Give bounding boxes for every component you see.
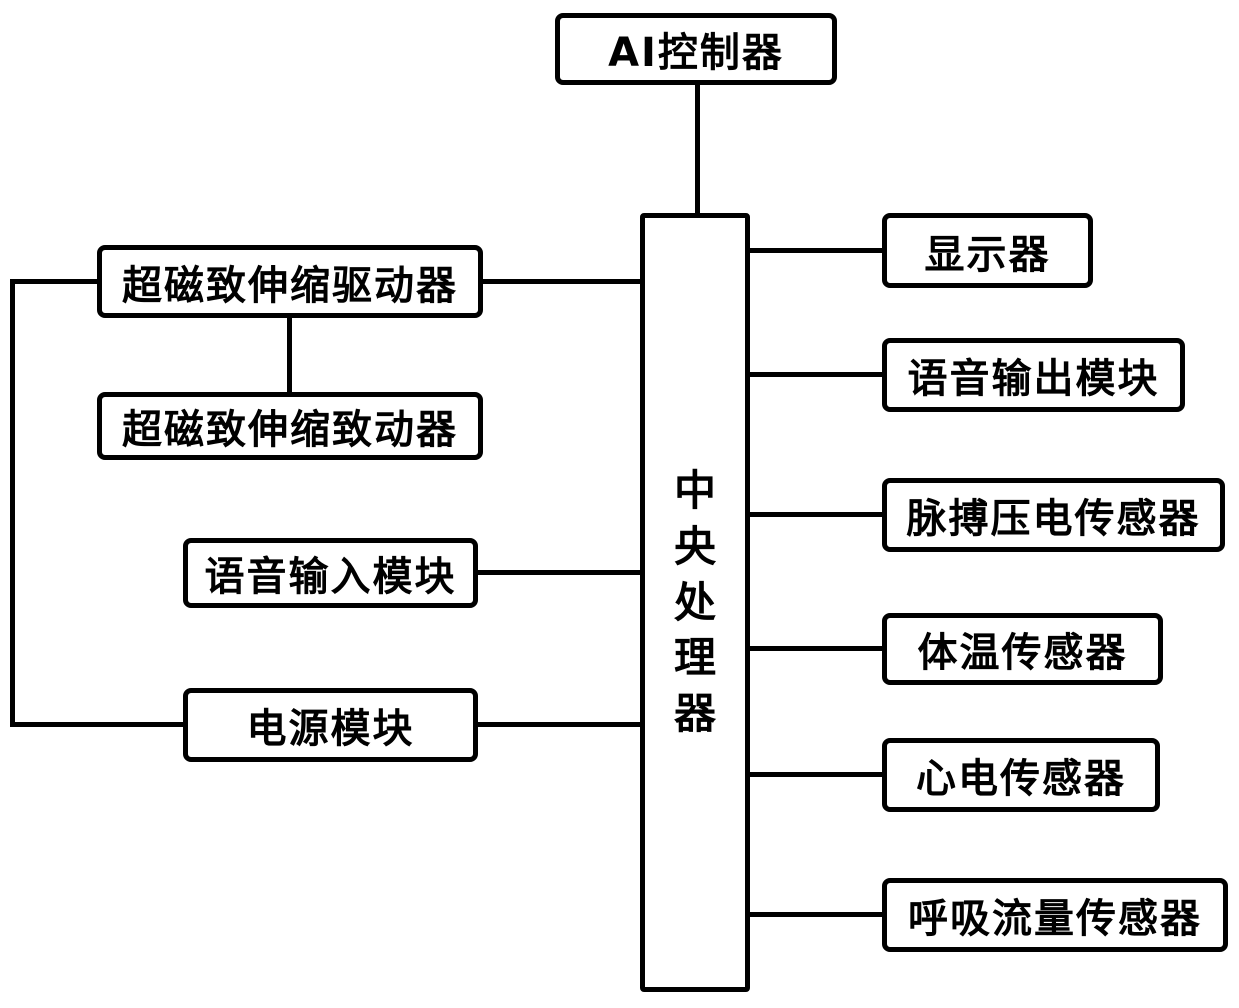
connector-cpu-to-resp-sensor: [750, 912, 882, 917]
box-voice-input-module-label: 语音输入模块: [204, 554, 457, 600]
connector-cpu-to-ecg-sensor: [750, 772, 882, 777]
box-body-temp-sensor-label: 体温传感器: [917, 630, 1128, 676]
box-body-temp-sensor: 体温传感器: [882, 613, 1163, 685]
box-display-label: 显示器: [924, 231, 1051, 278]
box-respiratory-flow-sensor: 呼吸流量传感器: [882, 878, 1228, 952]
connector-cpu-to-voice-output: [750, 372, 882, 377]
connector-bus-top-stub: [10, 279, 97, 284]
connector-voice-input-to-cpu: [478, 570, 640, 575]
box-voice-output-module-label: 语音输出模块: [907, 356, 1160, 402]
box-central-processor: 中央处理器: [640, 213, 750, 992]
connector-power-to-cpu: [478, 722, 640, 727]
connector-driver-to-actuator: [287, 318, 292, 392]
box-voice-input-module: 语音输入模块: [183, 538, 478, 608]
box-ai-controller-label: AI控制器: [608, 30, 784, 76]
box-pulse-piezo-sensor: 脉搏压电传感器: [882, 478, 1225, 552]
box-central-processor-label: 中央处理器: [673, 465, 716, 739]
box-power-module: 电源模块: [183, 688, 478, 762]
box-display: 显示器: [882, 213, 1093, 288]
box-magnetostrictive-actuator: 超磁致伸缩致动器: [97, 392, 483, 460]
box-ai-controller: AI控制器: [555, 13, 837, 85]
connector-driver-to-cpu: [483, 279, 640, 284]
connector-cpu-to-temp-sensor: [750, 646, 882, 651]
box-ecg-sensor: 心电传感器: [882, 738, 1160, 812]
box-magnetostrictive-actuator-label: 超磁致伸缩致动器: [122, 407, 458, 453]
box-ecg-sensor-label: 心电传感器: [916, 756, 1126, 802]
box-respiratory-flow-sensor-label: 呼吸流量传感器: [908, 896, 1202, 942]
connector-cpu-to-display: [750, 248, 882, 253]
box-voice-output-module: 语音输出模块: [882, 338, 1185, 412]
box-magnetostrictive-driver-label: 超磁致伸缩驱动器: [122, 262, 458, 309]
box-power-module-label: 电源模块: [246, 706, 415, 752]
box-pulse-piezo-sensor-label: 脉搏压电传感器: [906, 496, 1201, 542]
box-magnetostrictive-driver: 超磁致伸缩驱动器: [97, 245, 483, 318]
connector-bus-vertical: [10, 279, 15, 727]
connector-ai-to-cpu: [695, 85, 700, 213]
connector-cpu-to-pulse-sensor: [750, 512, 882, 517]
connector-bus-bottom-stub: [10, 722, 183, 727]
